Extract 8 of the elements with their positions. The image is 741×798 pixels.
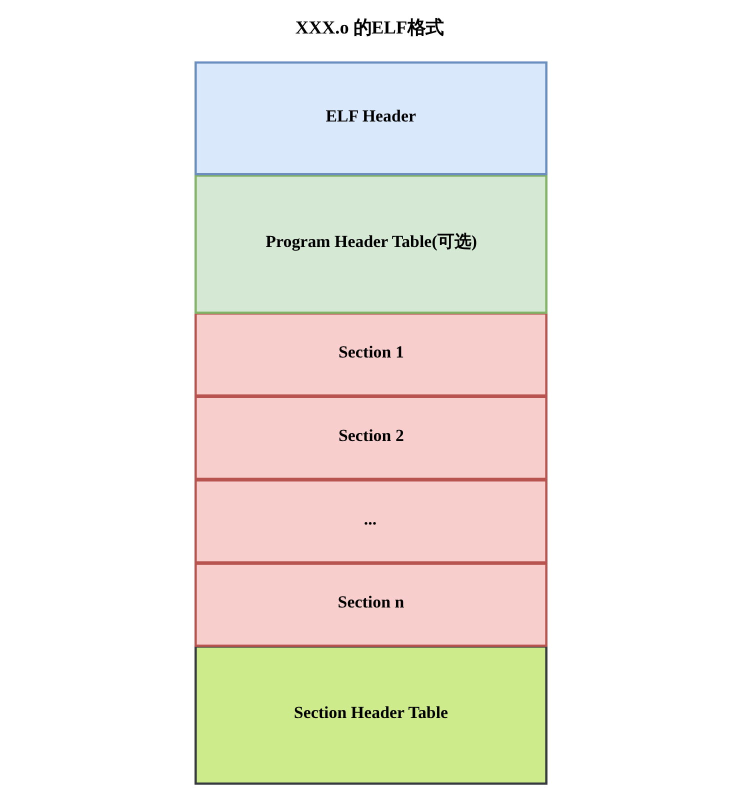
node-box: ELF Header [194,61,547,176]
diagram-title: XXX.o 的ELF格式 [294,17,443,38]
node-box: Section Header Table [194,645,547,785]
node-box: Section n [194,562,547,647]
node-box: Section 2 [194,396,547,480]
node-box: Section 1 [194,312,547,397]
node-box: ... [194,479,547,564]
node-box: Program Header Table(可选) [194,174,547,314]
